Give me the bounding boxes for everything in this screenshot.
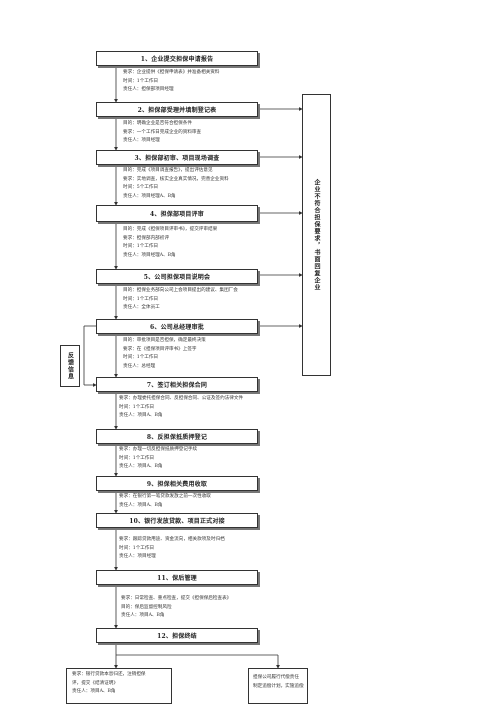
step-8-box: 8、反担保抵质押登记 bbox=[96, 429, 258, 444]
reject-reply-label: 企业不符合担保要求，书面回复企业 bbox=[313, 179, 320, 291]
step-11-box: 11、保后管理 bbox=[96, 570, 258, 585]
step-3-label: 3、担保部初审、项目现场调查 bbox=[134, 155, 220, 162]
step-6-box: 6、公司总经理审批 bbox=[96, 319, 258, 334]
step-7-label: 7、签订相关担保合同 bbox=[146, 382, 208, 389]
step-3-box: 3、担保部初审、项目现场调查 bbox=[96, 150, 258, 165]
step-11-desc: 要求：日常检查、重点检查，提交《担保保后检查表》 目的：保后监督控制风险 责任人… bbox=[121, 596, 232, 619]
step-10-label: 10、银行发放贷款、项目正式对接 bbox=[129, 518, 225, 525]
step-9-label: 9、担保相关费用收取 bbox=[146, 481, 208, 488]
step-2-desc: 目的：明确企业是否符合担保条件 要求：一个工作日完成企业的资料审查 责任人：项目… bbox=[123, 121, 202, 144]
compensation-box: 担保公司履行代偿责任 制定追偿计划，实施追偿 bbox=[248, 668, 308, 704]
loan-repaid-box: 要求：银行贷款本息归还，注销担保 评，提交《结清证明》 责任人：项目A、B角 bbox=[66, 668, 172, 704]
step-12-label: 12、担保终结 bbox=[157, 633, 197, 640]
step-11-label: 11、保后管理 bbox=[157, 575, 197, 582]
step-6-label: 6、公司总经理审批 bbox=[150, 324, 204, 331]
step-4-desc: 目的：完成《担保项目评审书》，提交评审结果 要求：担保部内部初评 时间：1个工作… bbox=[123, 227, 218, 258]
reject-reply-box: 企业不符合担保要求，书面回复企业 bbox=[302, 94, 331, 376]
step-4-box: 4、担保部项目评审 bbox=[96, 205, 258, 222]
step-5-label: 5、公司担保项目说明会 bbox=[143, 274, 211, 281]
feedback-label: 反馈信息 bbox=[66, 352, 74, 380]
step-1-box: 1、企业提交担保申请报告 bbox=[96, 51, 258, 66]
step-5-desc: 目的：担保业务部向公司上会项目提出的建议、集团厂会 时间：1个工作日 责任人：全… bbox=[123, 288, 238, 311]
step-1-desc: 要求：企业提供《担保申请表》并准备相关资料 时间：1个工作日 责任人：担保部项目… bbox=[123, 70, 220, 93]
step-7-desc: 要求：办理委托担保合同、反担保合同、公证及签约法律文件 时间：1个工作日 责任人… bbox=[119, 396, 244, 419]
step-12-box: 12、担保终结 bbox=[96, 628, 258, 643]
step-8-label: 8、反担保抵质押登记 bbox=[146, 434, 208, 441]
step-3-desc: 目的：完成《项目调查报告》，提出评估意见 要求：实地调查，核实企业真实情况，完善… bbox=[123, 168, 229, 199]
step-10-desc: 要求：跟踪贷款用途、资金流向，相关款项及时归档 时间：1个工作日 责任人：项目经… bbox=[119, 537, 225, 560]
step-10-box: 10、银行发放贷款、项目正式对接 bbox=[96, 513, 258, 528]
step-1-label: 1、企业提交担保申请报告 bbox=[140, 56, 214, 63]
step-4-label: 4、担保部项目评审 bbox=[150, 211, 204, 218]
step-9-desc: 要求：在银行第一笔贷款发放之前一次性收取 责任人：项目A、B角 bbox=[119, 494, 211, 508]
step-8-desc: 要求：办理一切反担保抵质押登记手续 时间：1个工作日 责任人：项目A、B角 bbox=[119, 447, 198, 470]
step-9-box: 9、担保相关费用收取 bbox=[96, 476, 258, 491]
step-2-label: 2、担保部受理并填制登记表 bbox=[137, 107, 217, 114]
feedback-box: 反馈信息 bbox=[60, 345, 80, 387]
step-5-box: 5、公司担保项目说明会 bbox=[96, 269, 258, 284]
step-6-desc: 目的：审批项目是否担保，确定最终决策 要求：在《担保项目评审书》上签字 时间：1… bbox=[123, 338, 206, 369]
step-7-box: 7、签订相关担保合同 bbox=[96, 377, 258, 392]
step-2-box: 2、担保部受理并填制登记表 bbox=[96, 102, 258, 117]
